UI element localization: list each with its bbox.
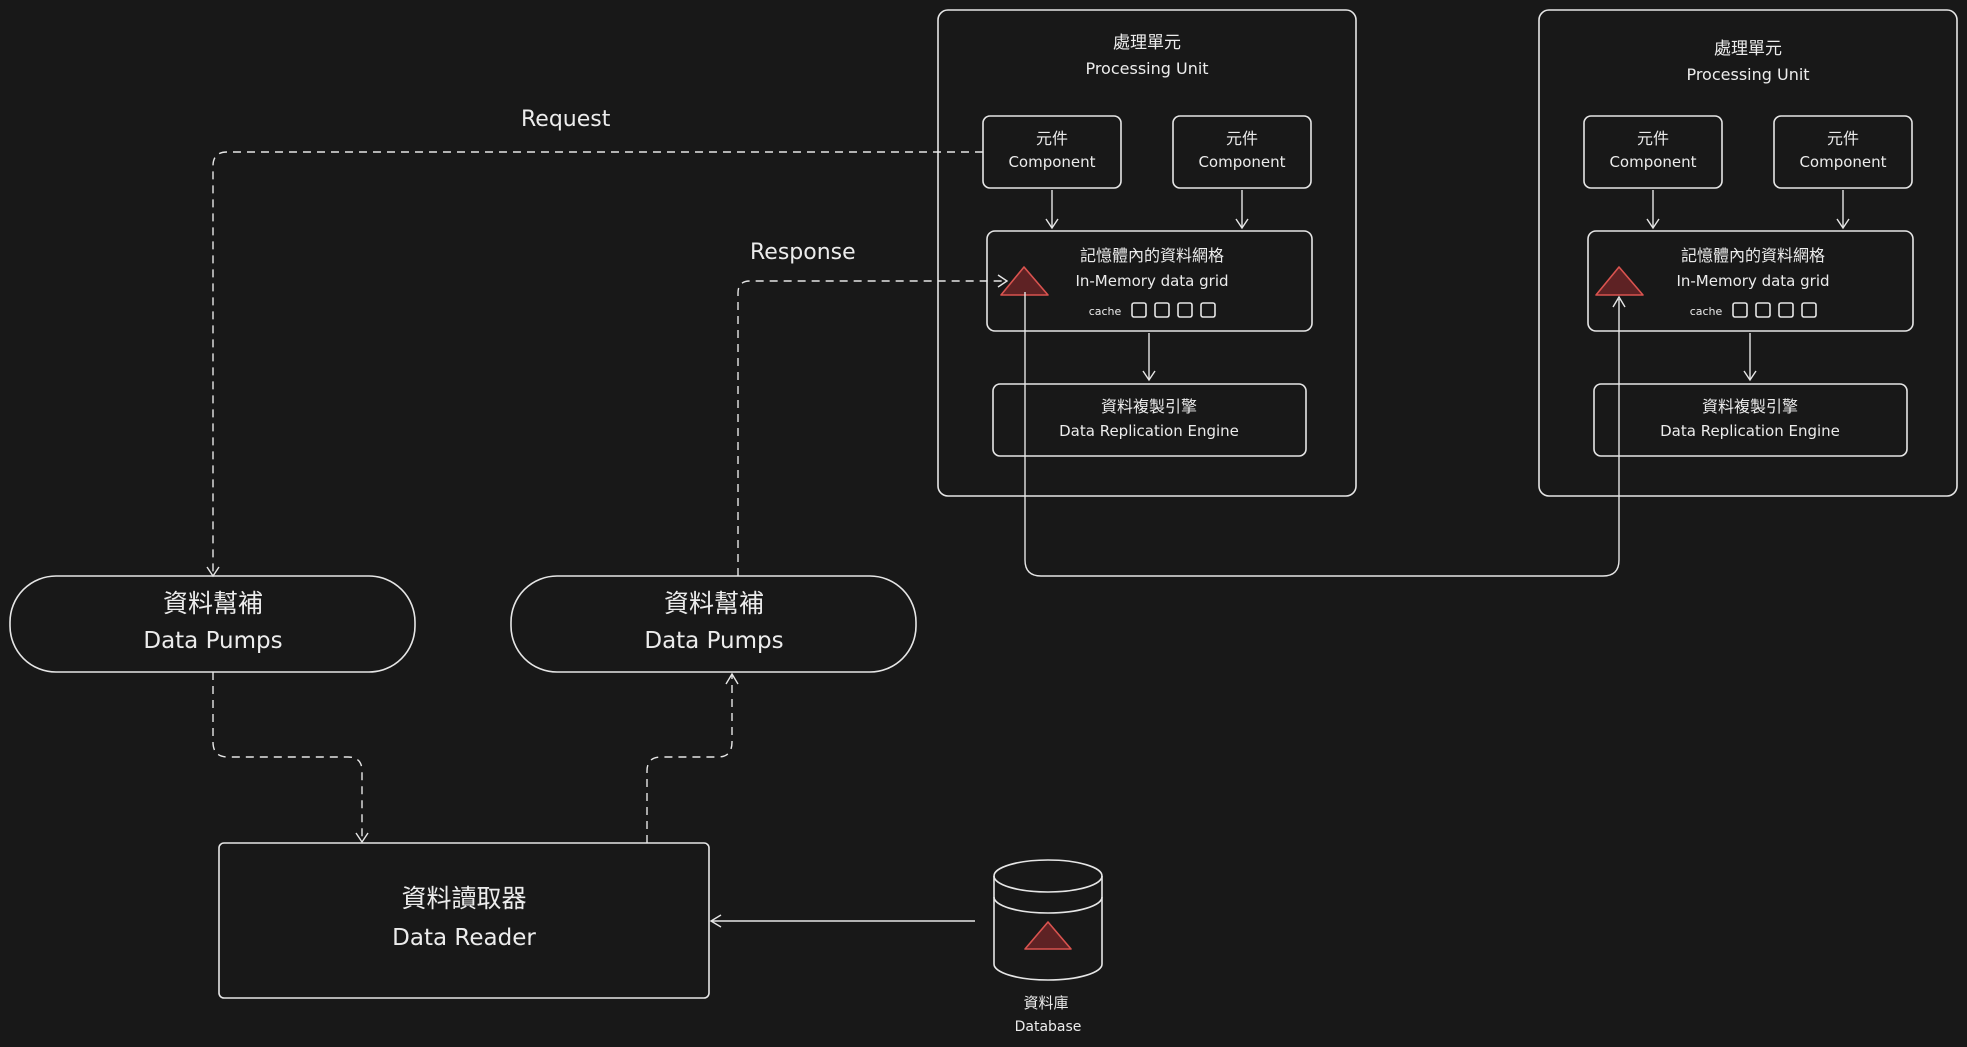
data-reader-label-zh: 資料讀取器 [401,884,526,913]
cache-slot-square-icon [1154,302,1170,318]
data-pumps-label-zh: 資料幫補 [163,589,263,618]
processing-unit-title-zh: 處理單元 [1714,39,1782,59]
data-reader: 資料讀取器 Data Reader [218,842,710,999]
component-box: 元件 Component [1583,115,1723,189]
component-box: 元件 Component [1773,115,1913,189]
request-edge [212,151,983,575]
engine-label-zh: 資料複製引擎 [1101,397,1197,416]
data-pumps-right: 資料幫補 Data Pumps [510,575,917,673]
pump-to-reader-edge [212,672,363,841]
engine-label-en: Data Replication Engine [1660,422,1840,440]
data-replication-engine: 資料複製引擎 Data Replication Engine [1593,383,1908,457]
grid-label-en: In-Memory data grid [1676,272,1829,290]
data-reader-label-en: Data Reader [392,925,536,951]
grid-label-zh: 記憶體內的資料網格 [1080,246,1224,265]
cylinder-icon [993,859,1103,981]
grid-label-en: In-Memory data grid [1075,272,1228,290]
cache-slot-square-icon [1801,302,1817,318]
replication-link [1024,292,1620,577]
response-label: Response [750,240,856,265]
component-box: 元件 Component [982,115,1122,189]
component-label-zh: 元件 [1036,129,1068,148]
cache-label: cache [1690,305,1723,318]
component-label-zh: 元件 [1827,129,1859,148]
data-pumps-label-zh: 資料幫補 [664,589,764,618]
component-label-en: Component [1609,153,1696,171]
in-memory-data-grid: 記憶體內的資料網格 In-Memory data grid cache [986,230,1313,332]
processing-unit-1: 處理單元 Processing Unit 元件 Component 元件 Com… [937,9,1357,497]
component-label-en: Component [1799,153,1886,171]
grid-label-zh: 記憶體內的資料網格 [1681,246,1825,265]
cache-slot-square-icon [1778,302,1794,318]
processing-unit-frame [937,9,1357,497]
processing-unit-title-en: Processing Unit [1085,59,1208,78]
reader-to-pump-edge [646,675,733,843]
processing-unit-title-en: Processing Unit [1686,65,1809,84]
engine-label-en: Data Replication Engine [1059,422,1239,440]
component-label-en: Component [1198,153,1285,171]
processing-unit-2: 處理單元 Processing Unit 元件 Component 元件 Com… [1538,9,1958,497]
engine-label-zh: 資料複製引擎 [1702,397,1798,416]
data-pumps-label-en: Data Pumps [143,628,282,654]
cache-slot-square-icon [1131,302,1147,318]
cache-label: cache [1089,305,1122,318]
cache-slot-square-icon [1200,302,1216,318]
database-label-en: Database [1015,1019,1082,1035]
request-label: Request [521,107,611,132]
data-pumps-left: 資料幫補 Data Pumps [9,575,416,673]
data-pumps-label-en: Data Pumps [644,628,783,654]
warning-triangle-icon [1595,266,1644,296]
component-box: 元件 Component [1172,115,1312,189]
warning-triangle-icon [1024,921,1072,950]
component-label-zh: 元件 [1226,129,1258,148]
cache-slot-square-icon [1177,302,1193,318]
in-memory-data-grid: 記憶體內的資料網格 In-Memory data grid cache [1587,230,1914,332]
cache-slot-square-icon [1732,302,1748,318]
response-edge [737,280,1006,576]
cache-slot-square-icon [1755,302,1771,318]
processing-unit-frame [1538,9,1958,497]
processing-unit-title-zh: 處理單元 [1113,33,1181,53]
data-replication-engine: 資料複製引擎 Data Replication Engine [992,383,1307,457]
database-label-zh: 資料庫 [1023,994,1068,1012]
database: 資料庫 Database [993,859,1103,1035]
component-label-zh: 元件 [1637,129,1669,148]
component-label-en: Component [1008,153,1095,171]
